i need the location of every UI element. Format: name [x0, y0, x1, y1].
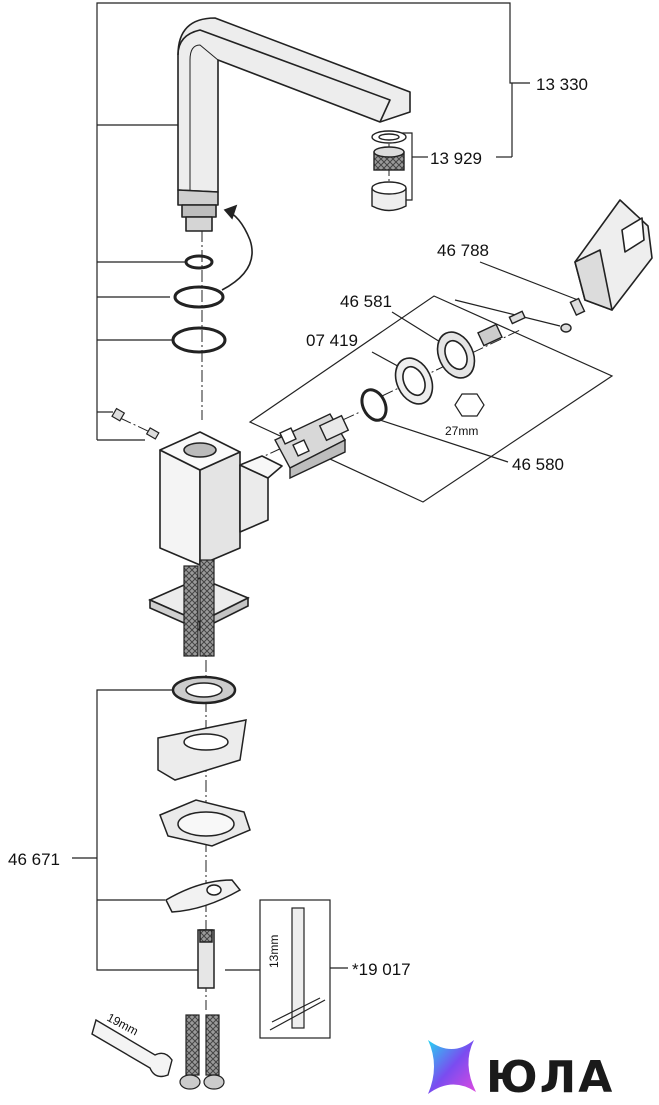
mounting-parts [157, 675, 251, 989]
aerator-parts [371, 130, 407, 212]
base-plate [148, 577, 250, 632]
label-cartridge-set: 46 580 [512, 455, 564, 474]
center-axis [119, 144, 521, 1010]
tool-box [259, 899, 331, 1039]
label-cap: 46 581 [340, 292, 392, 311]
cartridge [274, 413, 350, 480]
hoses [183, 559, 215, 657]
rings [360, 331, 476, 422]
brand-star-icon [428, 1040, 476, 1094]
lever-handle [574, 199, 653, 311]
brand-logo: ЮЛА [428, 1040, 614, 1103]
leader-lines [72, 2, 614, 971]
hex-size-icon [454, 393, 485, 417]
label-spout: 13 330 [536, 75, 588, 94]
label-hex-size: 27mm [445, 424, 478, 438]
hose-ends [179, 1014, 225, 1090]
label-tool-size: 13mm [267, 935, 281, 968]
lever-small-parts [477, 297, 586, 347]
rotation-arrow [221, 204, 253, 291]
spout [177, 17, 411, 232]
o-rings [171, 254, 227, 354]
label-lever: 46 788 [437, 241, 489, 260]
label-mounting-set: 46 671 [8, 850, 60, 869]
set-screws [111, 407, 160, 440]
mixer-body [159, 431, 283, 566]
wrench [91, 1018, 173, 1078]
brand-name: ЮЛА [486, 1052, 614, 1100]
label-tool: *19 017 [352, 960, 411, 979]
label-aerator: 13 929 [430, 149, 482, 168]
label-nut: 07 419 [306, 331, 358, 350]
